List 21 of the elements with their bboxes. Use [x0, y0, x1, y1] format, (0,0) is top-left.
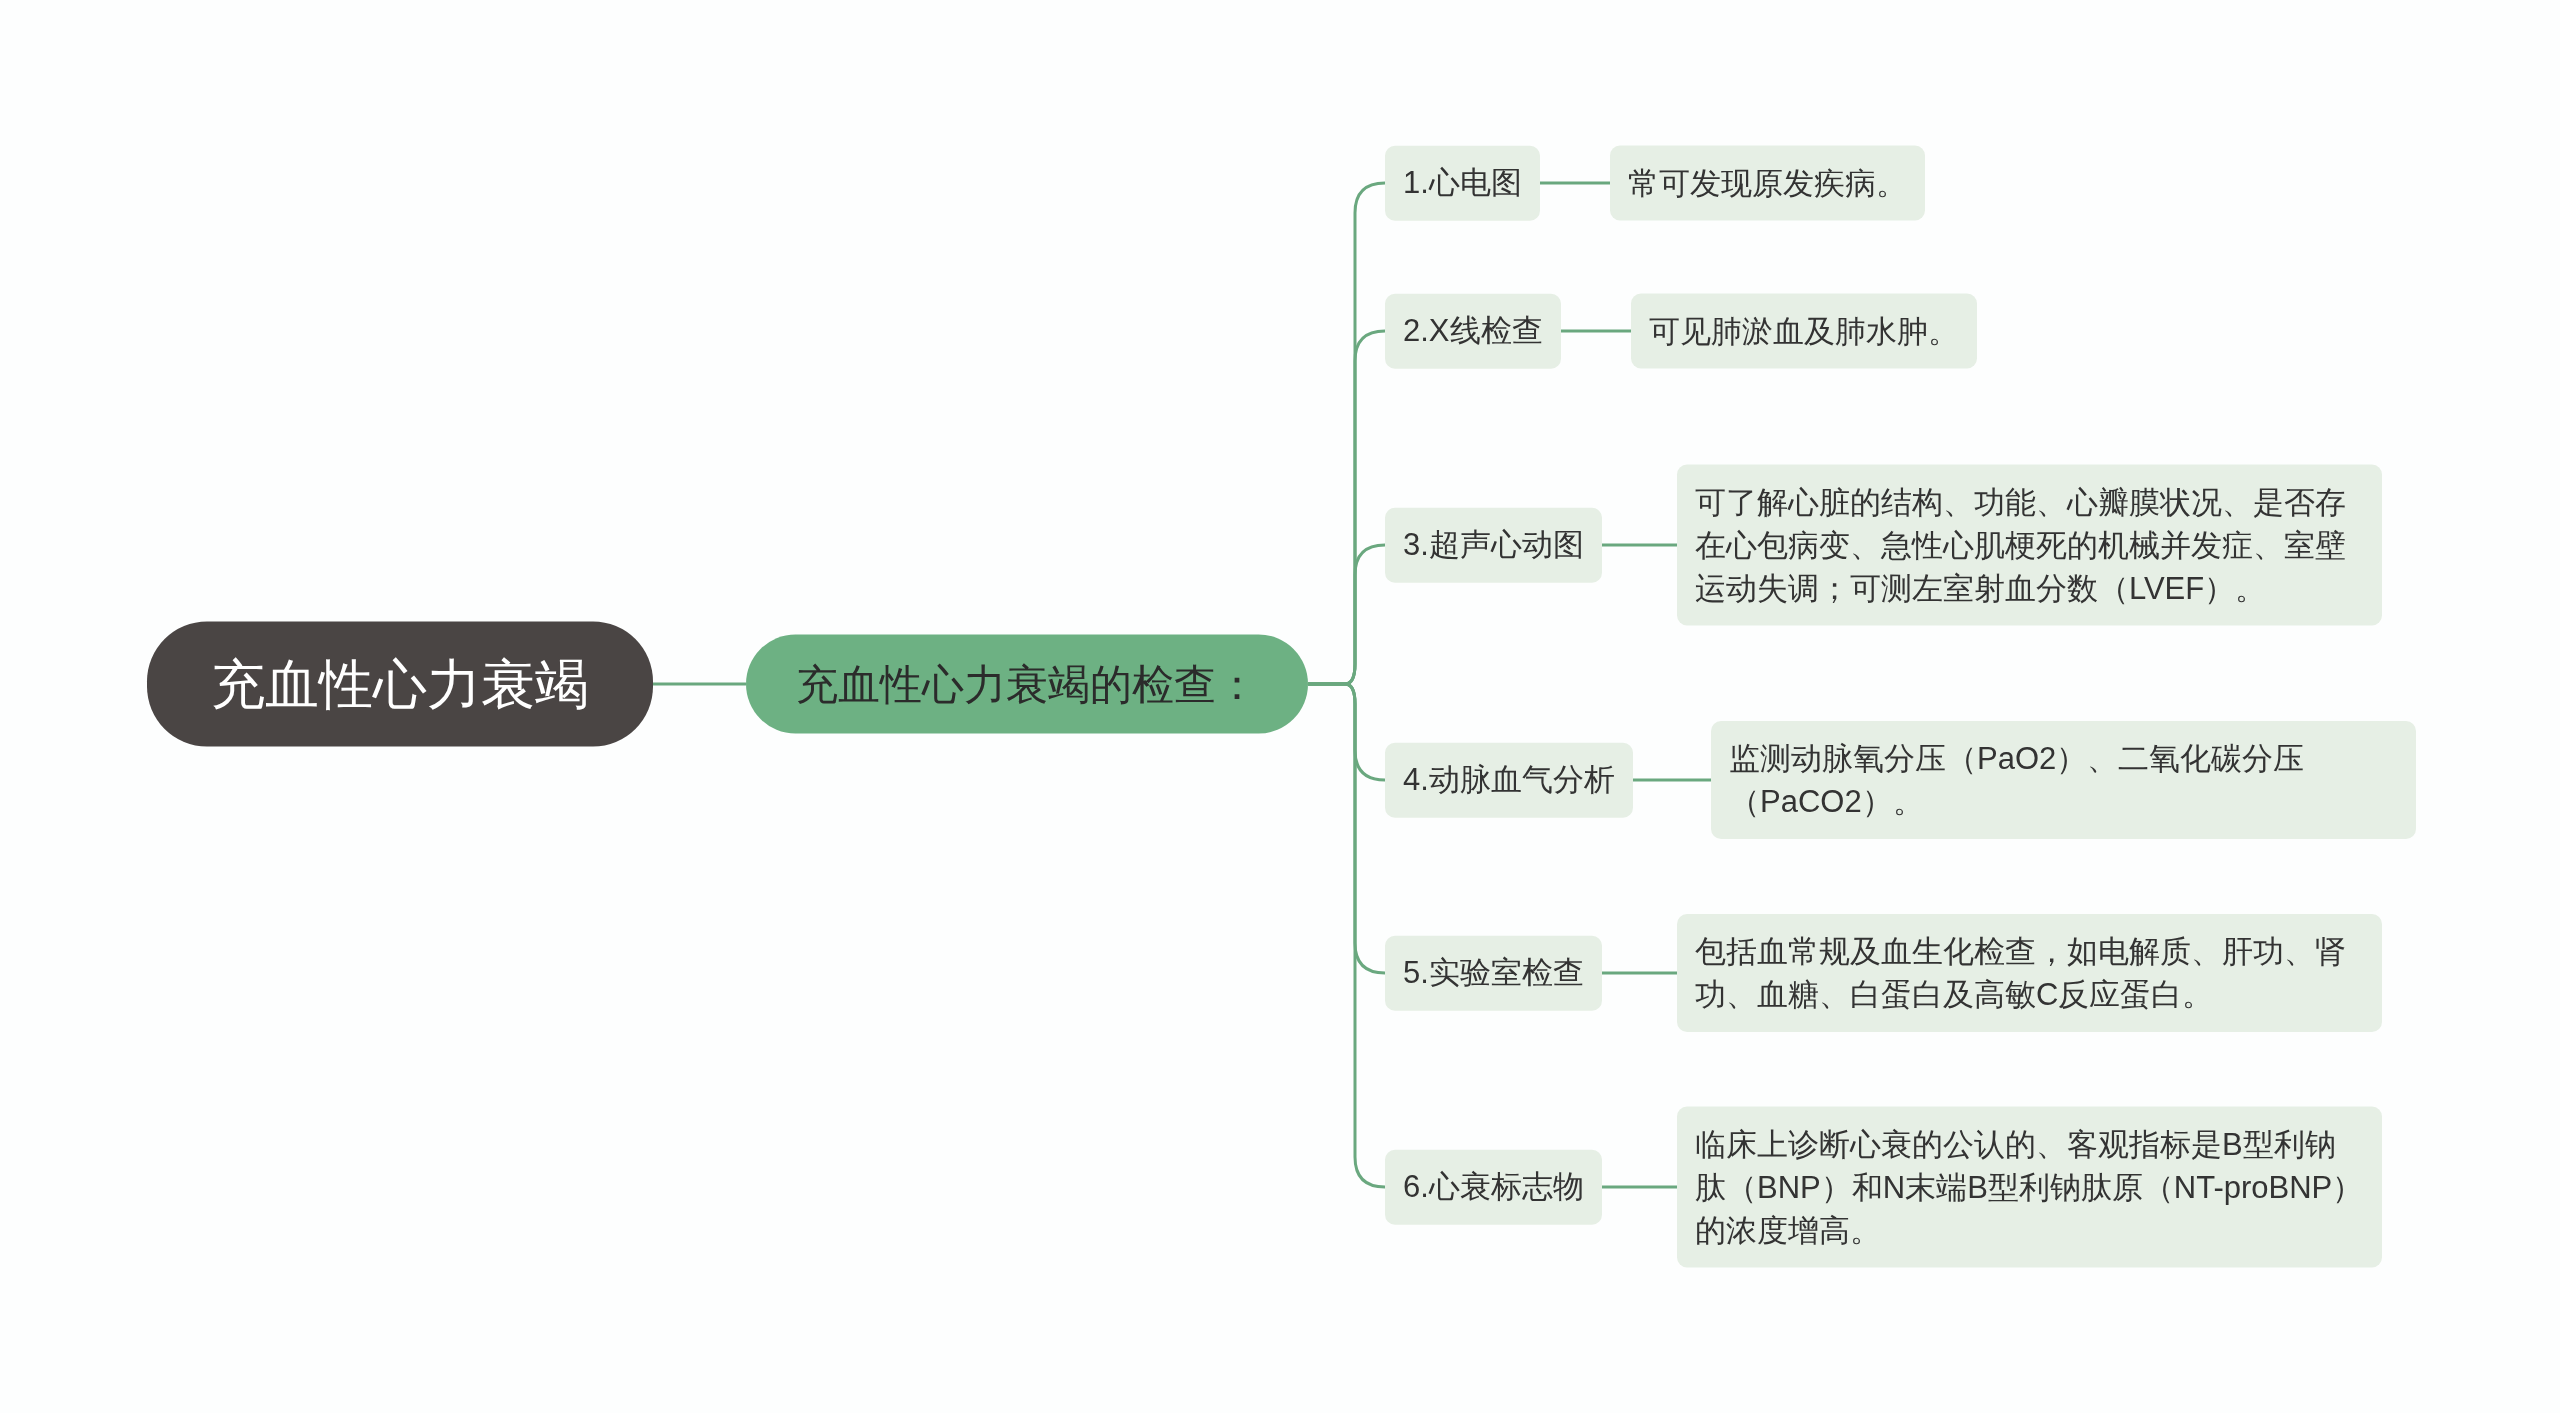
connector-line: [1539, 181, 1610, 185]
subtopic: 3.超声心动图: [1385, 507, 1602, 583]
detail-note: 包括血常规及血生化检查，如电解质、肝功、肾功、血糖、白蛋白及高敏C反应蛋白。: [1677, 914, 2382, 1032]
detail-note: 常可发现原发疾病。: [1610, 145, 1925, 221]
subtopic: 4.动脉血气分析: [1385, 742, 1633, 818]
root-topic: 充血性心力衰竭: [147, 621, 653, 747]
connector-line: [1601, 543, 1677, 547]
detail-note: 可了解心脏的结构、功能、心瓣膜状况、是否存在心包病变、急性心肌梗死的机械并发症、室壁运动失调；可测左室射血分数（LVEF）。: [1677, 464, 2382, 626]
subtopic: 5.实验室检查: [1385, 935, 1602, 1011]
connector-line: [1632, 778, 1711, 782]
connector-line: [1560, 329, 1631, 333]
detail-note: 临床上诊断心衰的公认的、客观指标是B型利钠肽（BNP）和N末端B型利钠肽原（NT-proBNP）的浓度增高。: [1677, 1106, 2382, 1268]
connector-line: [653, 682, 746, 686]
connector-line: [1601, 971, 1677, 975]
main-topic: 充血性心力衰竭的检查：: [746, 634, 1308, 734]
connector-line: [1601, 1185, 1677, 1189]
subtopic: 6.心衰标志物: [1385, 1149, 1602, 1225]
subtopic: 1.心电图: [1385, 145, 1540, 221]
detail-note: 可见肺淤血及肺水肿。: [1631, 293, 1977, 369]
detail-note: 监测动脉氧分压（PaO2）、二氧化碳分压（PaCO2）。: [1711, 721, 2416, 839]
subtopic: 2.X线检查: [1385, 293, 1561, 369]
